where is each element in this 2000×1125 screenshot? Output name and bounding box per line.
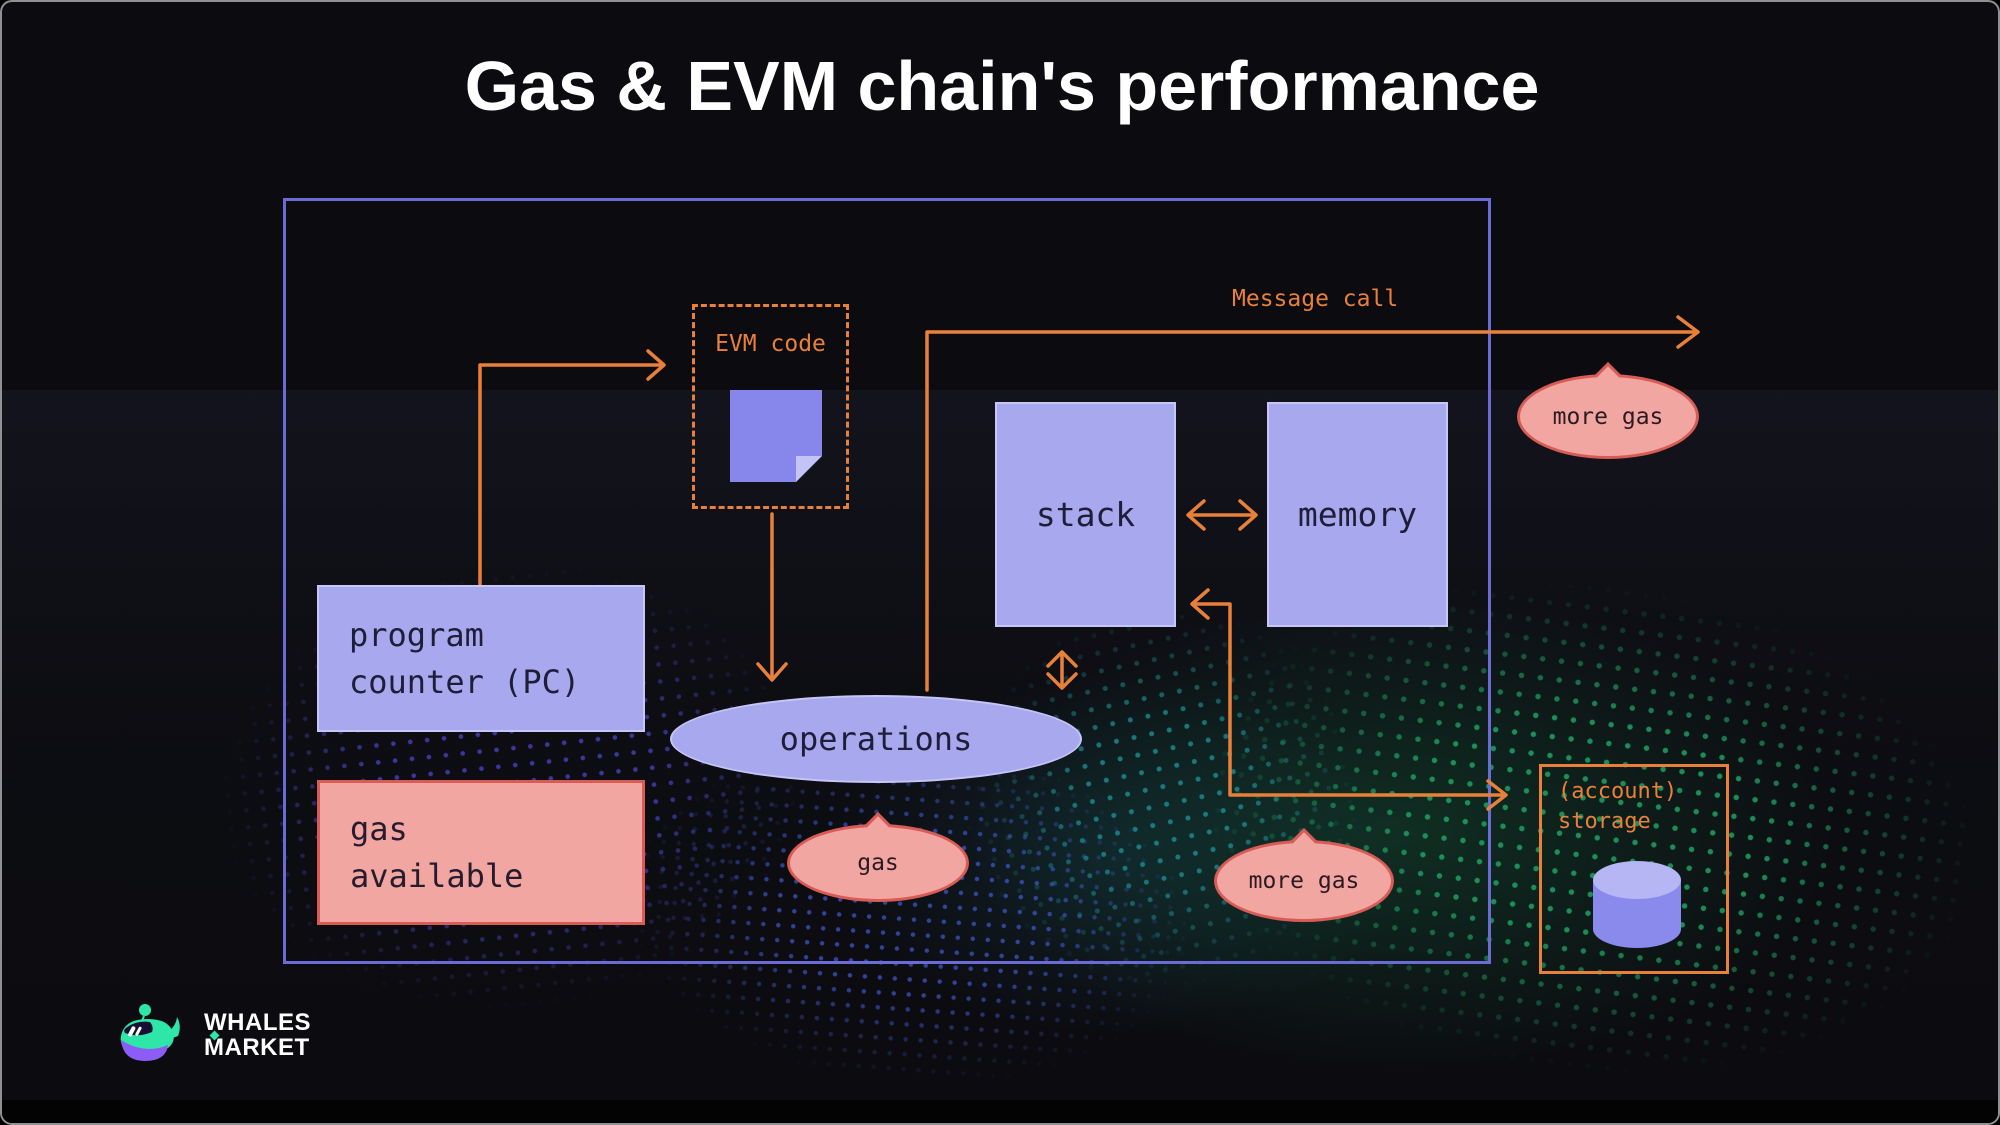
evm-code-box: EVM code [692,304,849,509]
program-counter-node: program counter (PC) [317,585,645,732]
brand-line2: MARKET [204,1034,310,1061]
more-gas-top-label: more gas [1552,403,1664,430]
account-storage-node: (account) storage [1539,764,1729,974]
gas-available-line1: gas [350,810,408,849]
memory-node: memory [1267,402,1448,627]
gas-bubble: gas [787,812,969,902]
evm-code-label: EVM code [715,331,826,357]
bottom-black-strip [2,1100,1998,1123]
brand-line1: WHALES [204,1008,311,1036]
whale-icon [120,1004,180,1061]
stack-label: stack [1035,495,1136,534]
gas-available-line2: available [350,856,524,895]
account-storage-line2: storage [1558,808,1651,834]
gas-available-node: gas available [317,780,645,925]
document-fold-icon [796,456,822,482]
message-call-label: Message call [1232,286,1399,312]
more-gas-top-bubble: more gas [1517,362,1699,459]
program-counter-line2: counter (PC) [349,662,581,701]
gas-bubble-label: gas [857,850,899,876]
program-counter-line1: program [349,616,484,655]
operations-node: operations [670,695,1082,783]
document-icon [730,390,822,482]
database-icon [1593,861,1681,948]
operations-label: operations [779,720,973,758]
account-storage-line1: (account) [1558,779,1678,804]
memory-label: memory [1297,495,1418,534]
page-title: Gas & EVM chain's performance [464,47,1540,125]
more-gas-bottom-bubble: more gas [1214,828,1394,922]
brand-logo: WHALES MARKET [114,1002,311,1068]
stack-node: stack [995,402,1176,627]
more-gas-bottom-label: more gas [1248,868,1360,894]
